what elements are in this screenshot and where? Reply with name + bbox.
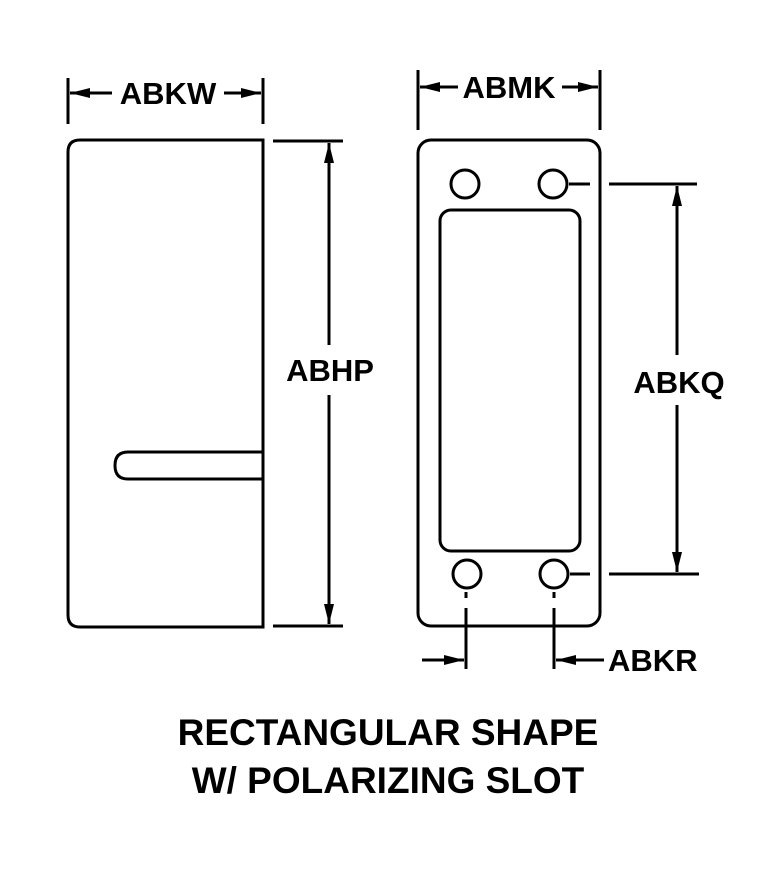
front-view <box>416 138 602 628</box>
polarizing-slot <box>113 450 263 481</box>
dimension-abhp: ABHP <box>273 139 374 628</box>
label-abhp: ABHP <box>286 353 374 388</box>
dimension-abkw: ABKW <box>66 76 265 124</box>
caption-line-2: W/ POLARIZING SLOT <box>192 760 585 801</box>
side-view <box>66 138 265 629</box>
dimension-abkr: ABKR <box>422 592 698 678</box>
mounting-hole <box>449 168 481 200</box>
mounting-hole <box>538 558 570 590</box>
dimension-abkq: ABKQ <box>609 182 725 576</box>
mounting-hole <box>537 168 569 200</box>
label-abkq: ABKQ <box>633 365 724 400</box>
side-body-outline <box>66 138 265 629</box>
dimension-abmk: ABMK <box>416 70 602 130</box>
label-abkw: ABKW <box>120 76 217 111</box>
mounting-hole <box>451 558 483 590</box>
label-abmk: ABMK <box>463 70 557 105</box>
front-outline <box>416 138 602 628</box>
caption-line-1: RECTANGULAR SHAPE <box>178 712 599 753</box>
label-abkr: ABKR <box>608 643 698 678</box>
opening <box>438 208 582 553</box>
